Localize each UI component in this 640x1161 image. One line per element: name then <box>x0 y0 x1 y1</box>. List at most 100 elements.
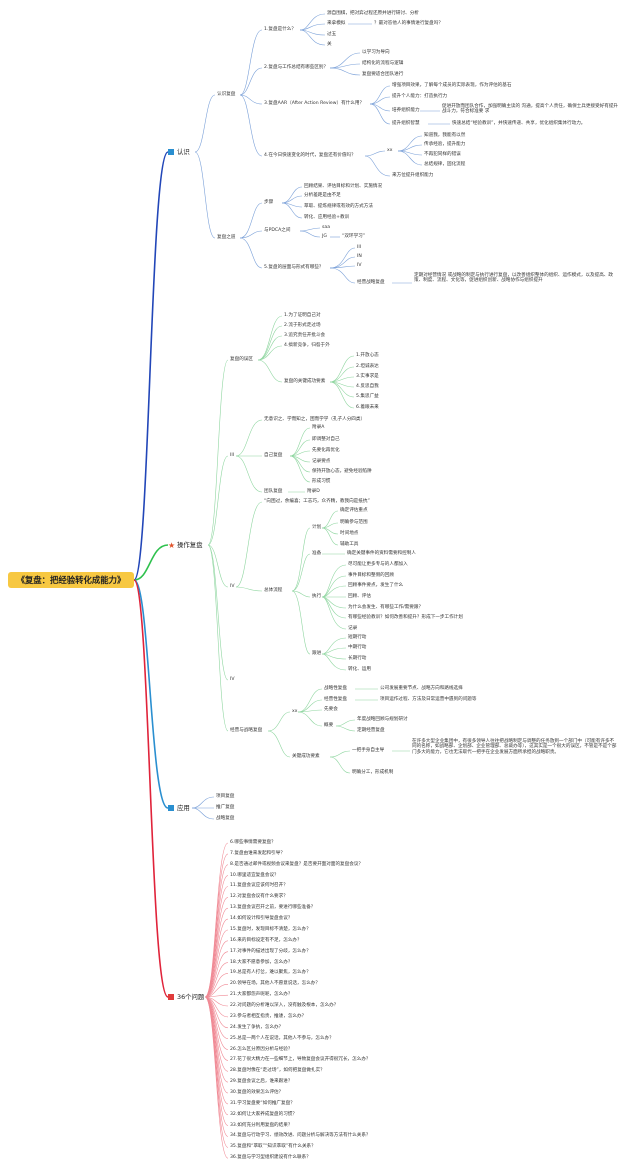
node-zifu-item[interactable]: 记录要点 <box>312 459 331 464</box>
node-wuqu-item[interactable]: 4.搞新竞争，归咎于外 <box>284 343 330 348</box>
node-q3-note[interactable]: 快速总结“经验教训”，并快速传递、共享，优化组织集体行动力。 <box>452 121 586 126</box>
node-q4-item[interactable]: 传承经验，提升能力 <box>424 142 466 147</box>
node-jingying[interactable]: 经营与战略复盘 <box>230 728 263 733</box>
node-jihua-item[interactable]: 辅助工具 <box>340 542 359 547</box>
node-zhanlue[interactable]: 战略性复盘 <box>324 686 347 691</box>
node-q2-item[interactable]: 以学习为导向 <box>362 50 390 55</box>
node-zhunbei[interactable]: 准备 <box>312 551 322 556</box>
node-yingyong-item[interactable]: 战略复盘 <box>216 816 235 821</box>
question-item[interactable]: 26.怎么区分原因分析与经验？ <box>230 1046 293 1052</box>
node-guanjian[interactable]: 关键成功要素 <box>292 754 320 759</box>
node-zhixing[interactable]: 执行 <box>312 594 322 599</box>
node-pdca[interactable]: 与PDCA之间 <box>264 228 291 233</box>
node-mingque[interactable]: 明确分工，形成机制 <box>352 770 394 775</box>
section-renshi[interactable]: 认识 <box>168 148 190 156</box>
question-item[interactable]: 18.大家不愿意参加，怎么办？ <box>230 959 293 965</box>
question-item[interactable]: 21.大家都怨声呢呢，怎么办？ <box>230 992 293 998</box>
node-q2[interactable]: 2.复盘与工作总结有哪些区别？ <box>264 65 329 70</box>
node-wuqu-item[interactable]: 2.流于形式走过场 <box>284 323 321 328</box>
node-gengjin-item[interactable]: 中期行动 <box>348 645 367 650</box>
node-jihua-item[interactable]: 明确参与范围 <box>340 520 368 525</box>
node-jihua-item[interactable]: 确定评估重点 <box>340 508 368 513</box>
section-yingyong[interactable]: 应用 <box>168 804 190 812</box>
node-q4-item[interactable]: 总结规律，固化流程 <box>424 162 466 167</box>
node-jihua-item[interactable]: 时间地点 <box>340 531 359 536</box>
node-yaosu-item[interactable]: 1.开放心态 <box>356 353 379 358</box>
node-q3-item[interactable]: 提升组织智慧 <box>392 121 420 126</box>
node-pdca-item[interactable]: saa <box>322 225 331 230</box>
node-q4-item[interactable]: 不再犯同样的错误 <box>424 152 461 157</box>
node-q1-item[interactable]: 关 <box>327 42 332 47</box>
node-zhixing-item[interactable]: 为什么会发生、有哪些工作/需要跟？ <box>348 605 424 610</box>
question-item[interactable]: 31.学习复盘要“如何推广复盘？ <box>230 1100 295 1106</box>
node-q3-item[interactable]: 培养组织能力 <box>392 108 420 113</box>
node-buzhou-item[interactable]: 回顾结果、评估目标和计划、实施情况 <box>304 184 383 189</box>
node-gaiyao[interactable]: 概要 <box>324 723 334 728</box>
node-q3-note[interactable]: 促进开放而团队合作，加强明确主读的 沟通，提高个人责任，确保士兵更接受好有提升战… <box>442 104 619 115</box>
node-xx[interactable]: xx <box>292 709 298 714</box>
node-quote[interactable]: “向困过，余编喜；工志巧，众齐精，教我向是抵抗” <box>264 499 370 504</box>
node-q5-item[interactable]: IN <box>357 254 362 259</box>
question-item[interactable]: 12.对复盘会议有什么要求？ <box>230 894 288 900</box>
question-item[interactable]: 35.复盘和“萃取”“知识萃取”有什么关系？ <box>230 1144 316 1150</box>
question-item[interactable]: 15.复盘时，发现目标不清楚，怎么办？ <box>230 926 311 932</box>
node-iii[interactable]: III <box>230 453 235 458</box>
node-zifu[interactable]: 自己复盘 <box>264 453 283 458</box>
node-q3-item[interactable]: 增强项目效果，了解每个成员的实际表现，作为评估的基石 <box>392 83 512 88</box>
node-jingying2[interactable]: 经营性复盘 <box>324 697 347 702</box>
question-item[interactable]: 28.复盘时像在“走过场”，如何把复盘做扎实？ <box>230 1068 325 1074</box>
node-zhixing-item[interactable]: 尽可能让更多专与的人都加入 <box>348 562 408 567</box>
node-yibashou-note[interactable]: 在许多大型企业集团中，有很多领导人往往把战略制定与调整的任务放到一个部门中（可能… <box>412 739 617 755</box>
question-item[interactable]: 29.复盘会议之后，谁来跟进？ <box>230 1079 293 1085</box>
question-item[interactable]: 33.如何充分利用复盘的结果？ <box>230 1122 293 1128</box>
node-zhixing-item[interactable]: 有哪些经验教训？如何改善和提升？形成下一步工作计划 <box>348 615 463 620</box>
node-yaosu-item[interactable]: 6.着眼未来 <box>356 405 379 410</box>
node-yingyong-item[interactable]: 推广复盘 <box>216 805 235 810</box>
node-q2-item[interactable]: 复盘要适合团队进行 <box>362 72 404 77</box>
node-zhunbei-note[interactable]: 确定关键事件的资料需要和控制人 <box>347 551 416 556</box>
node-zifu-item[interactable]: 先要化再优化 <box>312 448 340 453</box>
node-zifu-item[interactable]: 形成习惯 <box>312 479 331 484</box>
node-wuqu-item[interactable]: 1.为了证明自己对 <box>284 313 321 318</box>
question-item[interactable]: 23.参与者相互指责，推诿，怎么办？ <box>230 1013 307 1019</box>
node-kaohui[interactable]: 先要会 <box>324 707 338 712</box>
node-liucheng[interactable]: 总体流程 <box>264 588 283 593</box>
node-q2-item[interactable]: 结构化的流程与逻辑 <box>362 61 404 66</box>
question-item[interactable]: 27.花了很大精力在一些细节上，导致复盘会议开得很冗长，怎么办？ <box>230 1057 371 1063</box>
question-item[interactable]: 14.如何设计和引导复盘会议？ <box>230 916 293 922</box>
node-gengjin-item[interactable]: 转化、运用 <box>348 667 371 672</box>
node-pdca-note[interactable]: “双环学习” <box>342 234 366 239</box>
question-item[interactable]: 36.复盘与学习型组织建设有什么联系？ <box>230 1155 311 1161</box>
node-q4-last[interactable]: 来方位提升组织能力 <box>392 173 434 178</box>
node-q1-note[interactable]: ？最对答他人的事情进行复盘吗？ <box>374 21 443 26</box>
question-item[interactable]: 11.复盘会议应该何时召开？ <box>230 883 288 889</box>
node-tuandui[interactable]: 团队复盘 <box>264 489 283 494</box>
question-item[interactable]: 24.发生了争执，怎么办？ <box>230 1024 284 1030</box>
node-zifu-item[interactable]: 附录A <box>312 425 325 430</box>
node-yaosu-item[interactable]: 2.坦诚表达 <box>356 364 379 369</box>
question-item[interactable]: 34.复盘与行动学习、绩效改进、问题分析与解决等方法有什么关系？ <box>230 1133 371 1139</box>
node-jihua[interactable]: 计划 <box>312 525 322 530</box>
node-yaosu-item[interactable]: 3.实事求是 <box>356 374 379 379</box>
question-item[interactable]: 19.总是有人打岔，难以聚焦，怎么办？ <box>230 970 311 976</box>
question-item[interactable]: 16.来的目标设定有不足，怎么办？ <box>230 937 302 943</box>
node-q1[interactable]: 1.复盘是什么？ <box>264 27 296 32</box>
question-item[interactable]: 7.复盘由谁来发起和引导？ <box>230 850 285 856</box>
node-zifu-item[interactable]: 即调整对自己 <box>312 437 340 442</box>
node-yibashou[interactable]: 一把手身自主导 <box>352 748 385 753</box>
question-item[interactable]: 20.领导在场，其他人不愿意说话，怎么办？ <box>230 981 320 987</box>
node-buzhou-item[interactable]: 转化、应用经验+教训 <box>304 215 350 220</box>
node-q5-item[interactable]: III <box>357 245 362 250</box>
node-zhixing-item[interactable]: 回顾、评估 <box>348 594 371 599</box>
node-q5[interactable]: 5.复盘的层面与形式有哪些？ <box>264 265 324 270</box>
node-wuqu-item[interactable]: 3.追究责任开批斗会 <box>284 333 326 338</box>
question-item[interactable]: 25.总是一两个人在说话，其他人不参与，怎么办？ <box>230 1035 334 1041</box>
node-zifu-item[interactable]: 保持开放心态，避免经验陷阱 <box>312 469 372 474</box>
question-item[interactable]: 22.对问题的分析难以深入，没有触及根本，怎么办？ <box>230 1003 339 1009</box>
node-iv[interactable]: IV <box>230 584 235 589</box>
node-zhixing-item[interactable]: 事件目标和整侧的回顾 <box>348 573 394 578</box>
node-wuqu[interactable]: 复盘的误区 <box>230 357 253 362</box>
question-item[interactable]: 32.如何让大家养成复盘的习惯？ <box>230 1111 298 1117</box>
node-iii-note[interactable]: 无意识之、学而知之，困而学学（孔子人分四类） <box>264 417 366 422</box>
node-gengjin[interactable]: 跟进 <box>312 651 322 656</box>
